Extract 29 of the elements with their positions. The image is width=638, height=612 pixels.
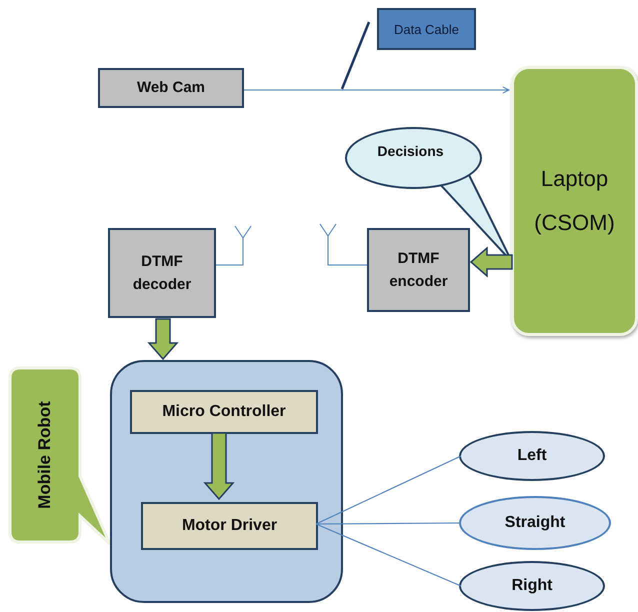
- leader-line: [340, 22, 370, 90]
- computer-box: [511, 66, 638, 336]
- node-label: Motor Driver: [182, 516, 278, 536]
- node-label: Data Cable: [394, 22, 460, 36]
- node-label: Micro Controller: [162, 402, 286, 422]
- node-label: Mobile Robot: [35, 401, 55, 509]
- callout-shape: [8, 366, 109, 548]
- node-label: Right: [512, 577, 552, 595]
- robot-panel: [110, 360, 343, 603]
- label-box: [377, 8, 476, 50]
- process-box: [130, 390, 318, 434]
- block-arrow: [203, 432, 235, 500]
- process-box: [141, 502, 318, 550]
- block-arrow: [147, 318, 179, 360]
- connector-line: [316, 522, 461, 525]
- block-arrow: [470, 246, 513, 278]
- connector-line: [316, 524, 462, 586]
- arrow: [244, 86, 510, 94]
- connector-line: [316, 456, 462, 524]
- process-box: [367, 228, 470, 312]
- node-label: Left: [517, 447, 547, 465]
- process-box: [98, 68, 244, 108]
- device-label: Laptop (CSOM): [533, 165, 616, 237]
- process-box: [108, 228, 216, 318]
- node-label: Straight: [504, 514, 566, 532]
- node-label: DTMF decoder: [132, 252, 192, 295]
- node-label: Web Cam: [136, 78, 206, 98]
- node-label: DTMF encoder: [388, 248, 449, 292]
- node-label: Decisions: [377, 143, 444, 159]
